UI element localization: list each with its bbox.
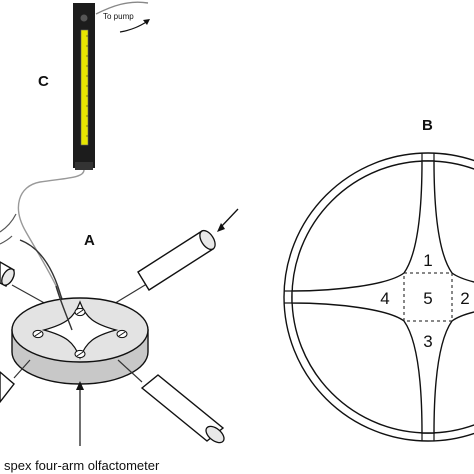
arm-top-right-connector [111,281,151,306]
left-tube-stub [0,213,17,233]
arm-bottom-left-connector [13,359,31,379]
flowmeter-tube [80,29,89,146]
panel-b-schematic: B 1 2 3 4 5 [283,117,474,442]
flowmeter-base [75,162,93,170]
zone-2: 2 [460,289,469,308]
four-arm-chamber [291,160,474,434]
center-zone-outline [403,272,453,322]
arm-bottom-left-tube [0,371,15,404]
zone-5: 5 [423,289,432,308]
pointer-arrow-head [76,381,84,390]
outer-ring [283,152,474,442]
flowmeter-scale [86,35,88,137]
arm-top-left-connector [11,284,49,306]
airflow-arrow [219,208,239,229]
caption: spex four-arm olfactometer [4,458,160,473]
panel-a-olfactometer: A [0,208,239,473]
port-markers [284,153,435,441]
pump-label: To pump [103,12,134,21]
airflow-arrow-head [217,223,225,232]
arm-bottom-right-cap [205,425,225,444]
panel-c-flowmeter: To pump C [38,1,150,170]
label-b: B [422,117,433,134]
arm-top-left-cap [1,268,15,286]
pump-arrow [119,20,149,33]
central-tube [55,285,73,331]
screw-slots [34,309,126,357]
flowmeter-knob [80,14,88,22]
label-a: A [84,232,95,249]
arm-bottom-right-tube [140,374,225,442]
arm-top-right-cap [199,229,216,251]
label-c: C [38,73,49,90]
pump-arrow-head [143,19,150,25]
arena-inlet-tube [19,239,63,301]
zone-1: 1 [423,251,432,270]
arm-bottom-right-connector [117,359,143,383]
pump-tube [95,1,149,15]
zone-4: 4 [380,289,389,308]
flowmeter-tubing [17,169,85,327]
left-tube-stub-2 [0,235,13,245]
zone-3: 3 [423,332,432,351]
